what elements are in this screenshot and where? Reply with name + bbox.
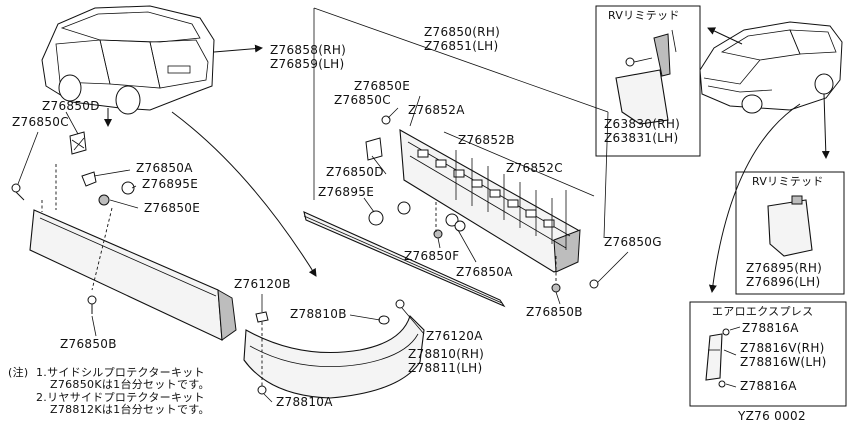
label-z76850e-left: Z76850E <box>144 201 201 215</box>
label-z76895e-mid: Z76895E <box>318 185 375 199</box>
car-rear-view-illustration <box>41 5 215 115</box>
note-1: 1.サイドシルプロテクターキット <box>36 366 205 379</box>
label-z76850b-left: Z76850B <box>60 337 117 351</box>
rv-limited-mudguard-frame <box>595 5 701 157</box>
side-molding-assembly <box>303 129 581 308</box>
label-z78816a-top: Z78816A <box>742 321 799 335</box>
label-z76859: Z76859(LH) <box>270 57 345 71</box>
clip-z76850d-mid <box>365 137 383 161</box>
label-rv-limited-top: RVリミテッド <box>608 9 680 22</box>
label-z76120b: Z76120B <box>234 277 291 291</box>
label-rv-limited-side: RVリミテッド <box>752 175 824 188</box>
screw-z76850b-left <box>87 295 97 305</box>
note-1-detail: Z76850Kは1台分セットです。 <box>50 378 210 391</box>
label-z76850f: Z76850F <box>404 249 460 263</box>
screw-z76850c-left <box>11 183 21 193</box>
mudguard-z63830 <box>615 29 677 125</box>
label-z63830: Z63830(RH) <box>604 117 681 131</box>
label-z63831: Z63831(LH) <box>604 131 679 145</box>
label-z76850g: Z76850G <box>604 235 662 249</box>
label-z76858: Z76858(RH) <box>270 43 347 57</box>
screw-z76850f <box>433 229 443 239</box>
clip-z76850a-left <box>81 171 97 187</box>
rear-side-protector <box>243 314 425 399</box>
screw-z76850g <box>589 279 599 289</box>
side-sill-protector <box>29 164 237 341</box>
note-marker: (注) <box>8 366 29 379</box>
label-z76851: Z76851(LH) <box>424 39 499 53</box>
label-z78810b: Z78810B <box>290 307 347 321</box>
clip-z76850a-mid <box>445 213 459 227</box>
label-z76850a-left: Z76850A <box>136 161 193 175</box>
label-z76850d-mid: Z76850D <box>326 165 384 179</box>
label-z76850d-left: Z76850D <box>42 99 100 113</box>
label-z78810-rh: Z78810(RH) <box>408 347 485 361</box>
rv-limited-side-mudguard-frame <box>735 171 845 295</box>
clip-z78810b <box>378 315 390 325</box>
label-z78816w: Z78816W(LH) <box>740 355 827 369</box>
label-aero-express: エアロエクスプレス <box>712 305 814 318</box>
note-2: 2.リヤサイドプロテクターキット <box>36 391 205 404</box>
label-z76850c-mid: Z76850C <box>334 93 391 107</box>
label-z76895: Z76895(RH) <box>746 261 823 275</box>
label-z78816v: Z78816V(RH) <box>740 341 825 355</box>
diagram-code: YZ76 0002 <box>738 409 806 423</box>
clip-z76120b <box>255 311 269 323</box>
label-z76850-rh: Z76850(RH) <box>424 25 501 39</box>
car-front-view-illustration <box>699 21 843 114</box>
label-z76895e-left: Z76895E <box>142 177 199 191</box>
label-z76120a: Z76120A <box>426 329 483 343</box>
label-z78810a: Z78810A <box>276 395 333 409</box>
label-z78811-lh: Z78811(LH) <box>408 361 483 375</box>
nut-z76850e-left <box>98 194 110 206</box>
label-z76850a-mid: Z76850A <box>456 265 513 279</box>
grommet-z76895e-left <box>121 181 135 195</box>
screw-z76120a <box>395 299 405 309</box>
clip-z76850d-left <box>69 131 87 155</box>
label-z76852b: Z76852B <box>458 133 515 147</box>
aero-express-frame <box>689 301 847 407</box>
screw-z78810a <box>257 385 267 395</box>
label-z76850b-mid: Z76850B <box>526 305 583 319</box>
grommet-z76895e-mid <box>368 210 384 226</box>
bracket-z78816v <box>705 326 741 388</box>
label-z76896: Z76896(LH) <box>746 275 821 289</box>
label-z76850c-left: Z76850C <box>12 115 69 129</box>
note-2-detail: Z78812Kは1台分セットです。 <box>50 403 210 416</box>
mudguard-z76895 <box>767 195 813 257</box>
label-z76852a: Z76852A <box>408 103 465 117</box>
label-z78816a-bottom: Z78816A <box>740 379 797 393</box>
label-z76850e-mid: Z76850E <box>354 79 411 93</box>
screw-z76850b-mid <box>551 283 561 293</box>
label-z76852c: Z76852C <box>506 161 563 175</box>
